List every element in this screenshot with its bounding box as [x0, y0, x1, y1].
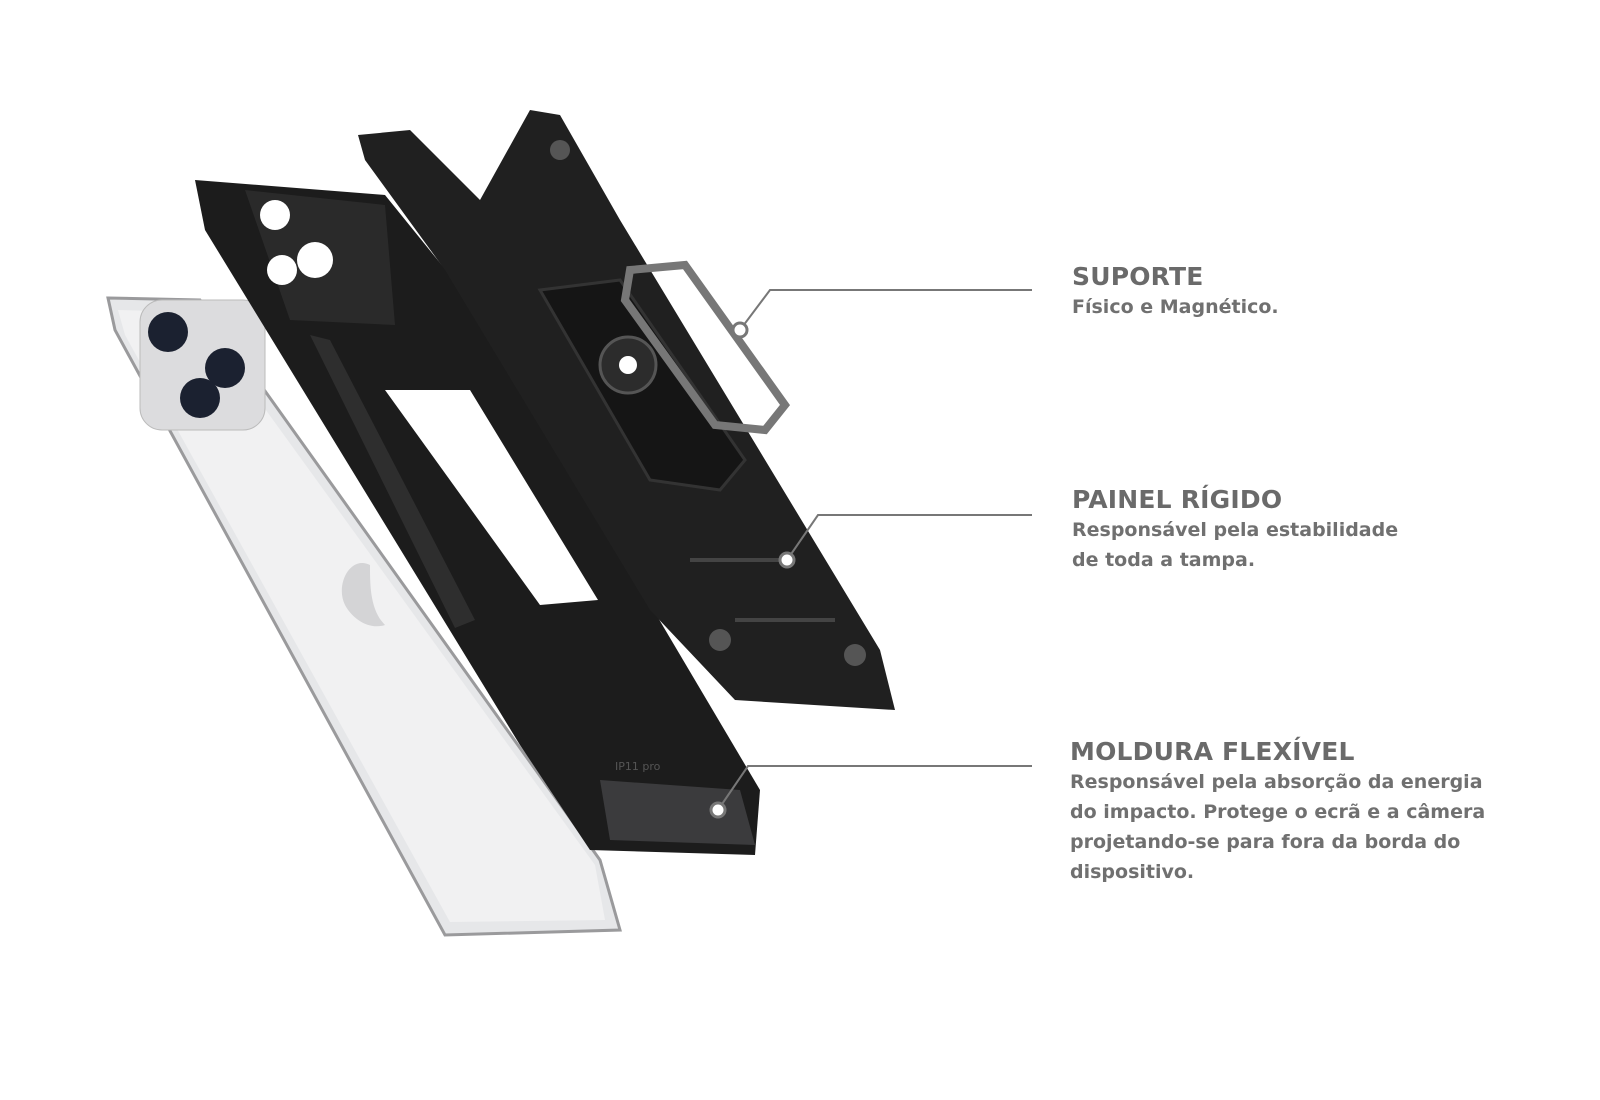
apple-logo-icon — [341, 563, 385, 627]
leader-lines — [709, 289, 1032, 819]
feature-description: dispositivo. — [1070, 861, 1195, 883]
feature-description: do impacto. Protege o ecrã e a câmera — [1070, 801, 1486, 823]
feature-title: MOLDURA FLEXÍVEL — [1070, 737, 1355, 766]
case-frame: IP11 pro — [195, 180, 760, 855]
feature-title: SUPORTE — [1072, 262, 1204, 291]
camera-lens-icon — [205, 348, 245, 388]
camera-lens-icon — [180, 378, 220, 418]
feature-title: PAINEL RÍGIDO — [1072, 485, 1283, 514]
feature-moldura-flexivel: MOLDURA FLEXÍVEL Responsável pela absorç… — [1070, 737, 1485, 887]
feature-description: Responsável pela absorção da energia — [1070, 771, 1483, 793]
product-marking: IP11 pro — [615, 760, 661, 773]
rigid-panel — [358, 110, 895, 710]
phone-image — [106, 296, 622, 937]
ring-holder — [620, 260, 791, 435]
feature-description: projetando-se para fora da borda do — [1070, 831, 1461, 853]
feature-description: Responsável pela estabilidade — [1072, 519, 1399, 541]
feature-description: Físico e Magnético. — [1072, 296, 1279, 318]
feature-description: de toda a tampa. — [1072, 549, 1256, 571]
camera-lens-icon — [148, 312, 188, 352]
feature-painel-rigido: PAINEL RÍGIDO Responsável pela estabilid… — [1072, 485, 1398, 575]
feature-suporte: SUPORTE Físico e Magnético. — [1072, 262, 1279, 322]
